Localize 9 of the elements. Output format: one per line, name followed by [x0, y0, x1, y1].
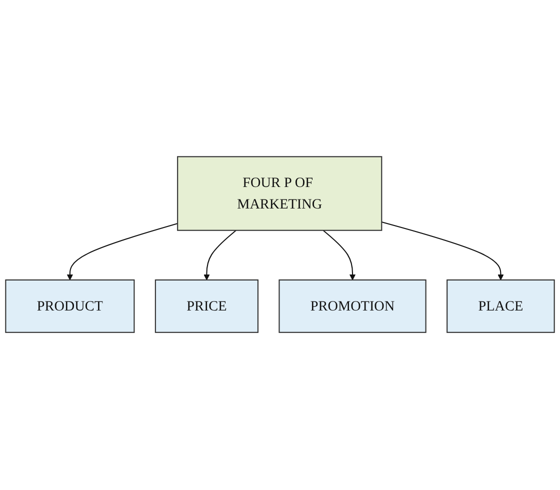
- node-box: PRICE: [154, 280, 258, 334]
- node-box: PRODUCT: [5, 280, 135, 334]
- arrow: [66, 223, 178, 281]
- arrow: [322, 230, 356, 281]
- arrow: [204, 230, 236, 281]
- arrow: [382, 222, 504, 281]
- node-box: FOUR P OF MARKETING: [177, 156, 382, 232]
- node-box: PLACE: [446, 280, 555, 334]
- node-box: PROMOTION: [278, 280, 426, 334]
